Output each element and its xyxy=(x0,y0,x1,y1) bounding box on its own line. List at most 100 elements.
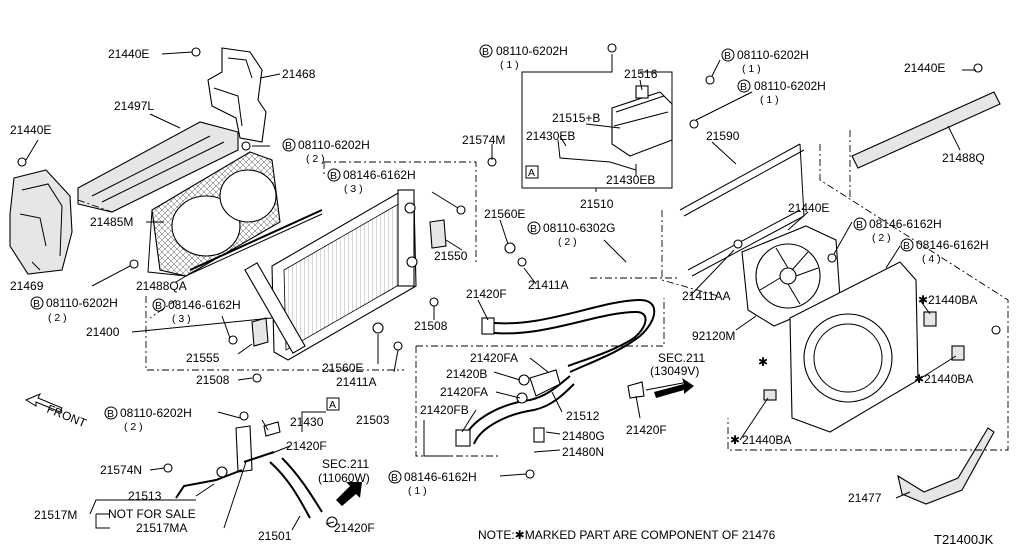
label-bolt: 08146-6162H xyxy=(343,168,416,182)
label-21411A: 21411A xyxy=(336,375,376,389)
bolt-symbols: B B B B B B B B B B B B xyxy=(30,44,914,484)
label-bolt: 08110-6202H xyxy=(120,406,192,420)
label-21440E: 21440E xyxy=(788,201,829,215)
svg-text:✱: ✱ xyxy=(918,293,928,307)
label-21440BA: 21440BA xyxy=(928,293,977,307)
bolts xyxy=(129,141,527,383)
label-qty: ( 1 ) xyxy=(500,59,519,71)
label-21516: 21516 xyxy=(624,67,658,81)
front-label: FRONT xyxy=(45,402,89,431)
upper-hose xyxy=(481,298,656,373)
label-21555: 21555 xyxy=(186,351,220,365)
label-bolt: 08110-6202H xyxy=(737,48,809,62)
arrow-sec211-right xyxy=(654,378,694,398)
label-qty: ( 3 ) xyxy=(172,313,191,325)
seal-strip-21488QA xyxy=(189,209,323,271)
label-21517M: 21517M xyxy=(34,508,77,522)
svg-text:B: B xyxy=(391,472,398,484)
label-21508: 21508 xyxy=(196,373,230,387)
label-21420F: 21420F xyxy=(626,423,667,437)
svg-text:B: B xyxy=(330,170,337,182)
label-92120M: 92120M xyxy=(692,329,735,343)
label-qty: ( 2 ) xyxy=(872,232,891,244)
assembly-outline xyxy=(145,130,1009,457)
clip-21440E-left xyxy=(17,157,27,167)
label-21590: 21590 xyxy=(706,129,740,143)
label-21515B: 21515+B xyxy=(552,111,600,125)
label-21560E: 21560E xyxy=(322,361,363,375)
part-labels: 21440E 21468 21497L 21440E 08110-6202H (… xyxy=(10,44,989,543)
label-21480G: 21480G xyxy=(562,429,605,443)
svg-text:B: B xyxy=(33,298,40,310)
label-21574M: 21574M xyxy=(462,133,505,147)
label-21501: 21501 xyxy=(258,529,292,543)
label-21488QA: 21488QA xyxy=(136,279,187,293)
label-bolt: 08146-6162H xyxy=(916,238,989,252)
label-bolt: 08110-6202H xyxy=(496,44,568,58)
label-21560E: 21560E xyxy=(484,207,525,221)
svg-text:B: B xyxy=(856,219,863,231)
label-sec211: SEC.211 xyxy=(658,351,705,365)
svg-text:B: B xyxy=(724,50,731,62)
tank-cap-21516 xyxy=(635,85,649,99)
label-21480N: 21480N xyxy=(562,445,604,459)
svg-text:B: B xyxy=(740,81,747,93)
label-21550: 21550 xyxy=(434,249,468,263)
reservoir-tank xyxy=(557,43,715,171)
label-21440E: 21440E xyxy=(108,47,149,61)
star-markers: ✱ ✱ ✱ ✱ xyxy=(730,293,928,447)
label-qty: ( 2 ) xyxy=(306,153,325,165)
water-outlet-21513 xyxy=(163,411,281,499)
label-21420F: 21420F xyxy=(466,287,507,301)
label-21420FA: 21420FA xyxy=(470,351,518,365)
label-21420B: 21420B xyxy=(446,367,487,381)
label-21503: 21503 xyxy=(356,413,390,427)
label-sec211: SEC.211 xyxy=(322,457,369,471)
lower-cover-21477 xyxy=(897,427,995,505)
leader-lines xyxy=(25,51,976,531)
label-21488Q: 21488Q xyxy=(942,151,985,165)
label-21485M: 21485M xyxy=(90,215,133,229)
air-guide-21469 xyxy=(9,157,73,275)
mesh-frame-21485M xyxy=(147,151,281,277)
label-21420F: 21420F xyxy=(334,521,375,535)
label-qty: ( 1 ) xyxy=(760,94,779,106)
label-21468: 21468 xyxy=(282,67,316,81)
label-21513: 21513 xyxy=(128,489,162,503)
label-bolt: 08110-6202H xyxy=(754,79,826,93)
label-21517MA: 21517MA xyxy=(136,521,187,535)
label-sec211-num: (13049V) xyxy=(650,364,699,378)
label-qty: ( 2 ) xyxy=(48,312,67,324)
label-qty: ( 3 ) xyxy=(344,183,363,195)
svg-text:B: B xyxy=(107,408,114,420)
clip-21440E-top xyxy=(191,47,201,57)
label-21512: 21512 xyxy=(566,409,600,423)
fan-motor-92120M xyxy=(733,225,841,327)
label-qty: ( 1 ) xyxy=(408,485,427,497)
radiator-21400 xyxy=(244,189,418,361)
label-21440E: 21440E xyxy=(10,123,51,137)
seal-panel-21497L xyxy=(77,121,239,213)
rail-21590 xyxy=(679,143,805,277)
label-21440BA: 21440BA xyxy=(924,372,973,386)
label-qty: ( 2 ) xyxy=(558,236,577,248)
label-21400: 21400 xyxy=(86,325,120,339)
label-21477: 21477 xyxy=(848,491,882,505)
svg-text:B: B xyxy=(285,140,292,152)
svg-text:✱: ✱ xyxy=(914,372,924,386)
label-bolt: 08146-6162H xyxy=(404,470,477,484)
svg-text:✱: ✱ xyxy=(758,355,768,369)
label-qty: ( 2 ) xyxy=(124,421,143,433)
label-21469: 21469 xyxy=(10,279,44,293)
label-21574N: 21574N xyxy=(100,463,142,477)
label-bolt: 08110-6302G xyxy=(543,221,616,235)
note-text: NOTE:✱MARKED PART ARE COMPONENT OF 21476 xyxy=(478,528,776,542)
box-a-marker: A xyxy=(329,399,336,411)
label-21510: 21510 xyxy=(580,197,614,211)
front-arrow-icon xyxy=(24,393,63,413)
bracket-21550 xyxy=(429,219,447,249)
label-21420FB: 21420FB xyxy=(420,403,469,417)
label-21497L: 21497L xyxy=(114,99,154,113)
svg-text:✱: ✱ xyxy=(730,433,740,447)
